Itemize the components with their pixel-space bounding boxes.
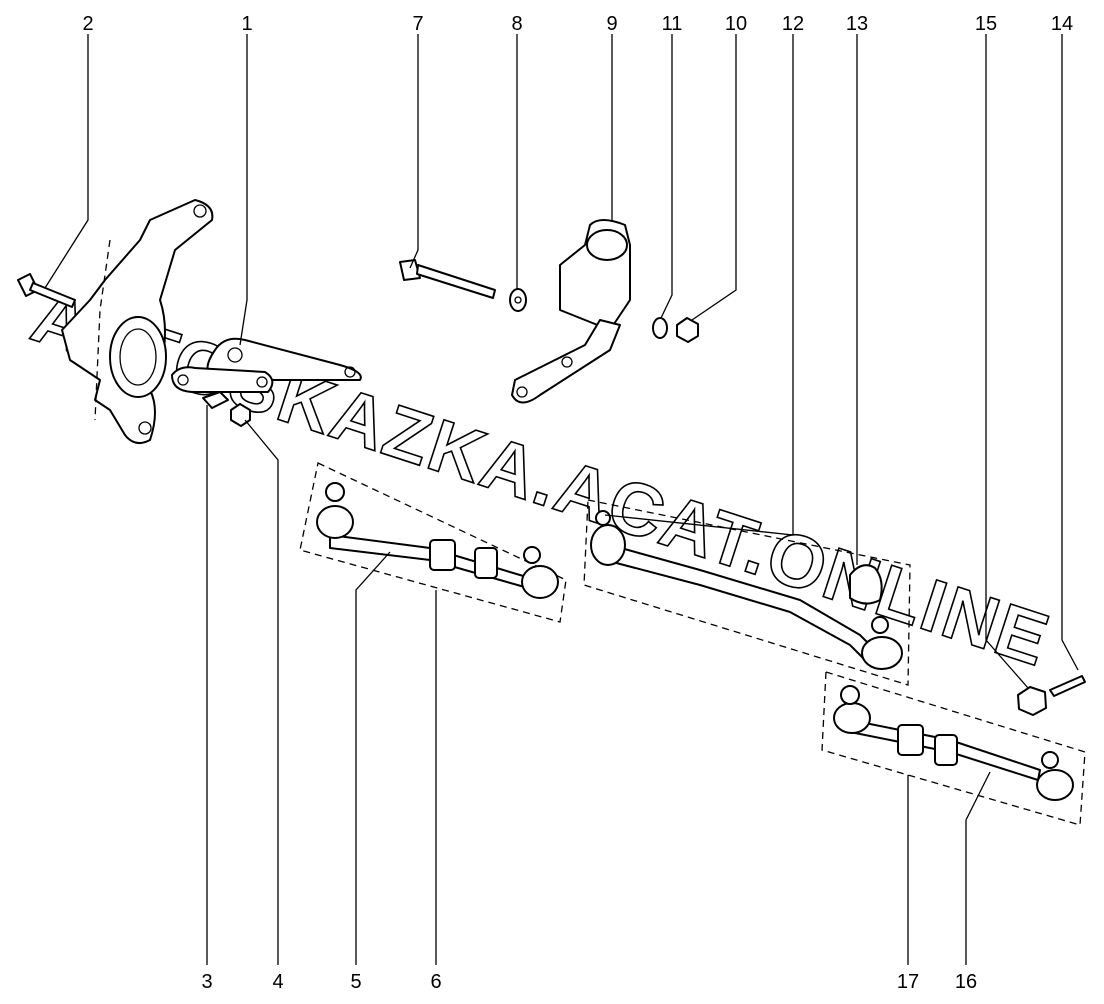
callout-3: 3 bbox=[201, 971, 212, 993]
castle-nut-part-15 bbox=[1017, 686, 1047, 716]
callout-7: 7 bbox=[412, 13, 423, 35]
callouts-top: 2 1 7 8 9 11 10 12 13 15 14 bbox=[82, 13, 1073, 35]
callout-2: 2 bbox=[82, 13, 93, 35]
nut-part-10 bbox=[676, 317, 699, 343]
center-link-part-12 bbox=[583, 499, 911, 686]
callout-15: 15 bbox=[975, 13, 997, 35]
washer-part-11 bbox=[652, 317, 668, 339]
callout-9: 9 bbox=[606, 13, 617, 35]
cotter-pin-part-14 bbox=[1049, 675, 1086, 697]
tie-rod-assembly-5-6 bbox=[299, 462, 567, 623]
callout-16: 16 bbox=[955, 971, 977, 993]
callout-1: 1 bbox=[241, 13, 252, 35]
idler-arm-part-9 bbox=[511, 219, 631, 404]
steering-arm-part-1 bbox=[171, 337, 362, 393]
watermark: AVTOSKAZKA.ACAT.ONLINE bbox=[22, 274, 1061, 683]
svg-text:AVTOSKAZKA.ACAT.ONLINE: AVTOSKAZKA.ACAT.ONLINE bbox=[23, 274, 1060, 682]
callout-13: 13 bbox=[846, 13, 868, 35]
callout-4: 4 bbox=[272, 971, 283, 993]
lock-plate-part-3 bbox=[202, 391, 229, 409]
bolt-part-2 bbox=[17, 273, 76, 308]
bolt-part-7 bbox=[399, 259, 496, 299]
callout-5: 5 bbox=[350, 971, 361, 993]
leader-lines bbox=[44, 34, 1079, 965]
callouts-bottom: 3 4 5 6 17 16 bbox=[201, 971, 977, 993]
washer-part-8 bbox=[509, 288, 527, 312]
dust-boot-part-13 bbox=[849, 564, 883, 605]
callout-6: 6 bbox=[430, 971, 441, 993]
callout-10: 10 bbox=[725, 13, 747, 35]
callout-17: 17 bbox=[897, 971, 919, 993]
steering-knuckle bbox=[61, 199, 214, 445]
callout-8: 8 bbox=[511, 13, 522, 35]
tie-rod-assembly-16-17 bbox=[821, 671, 1086, 826]
callout-12: 12 bbox=[782, 13, 804, 35]
callout-11: 11 bbox=[662, 13, 683, 35]
callout-14: 14 bbox=[1051, 13, 1073, 35]
